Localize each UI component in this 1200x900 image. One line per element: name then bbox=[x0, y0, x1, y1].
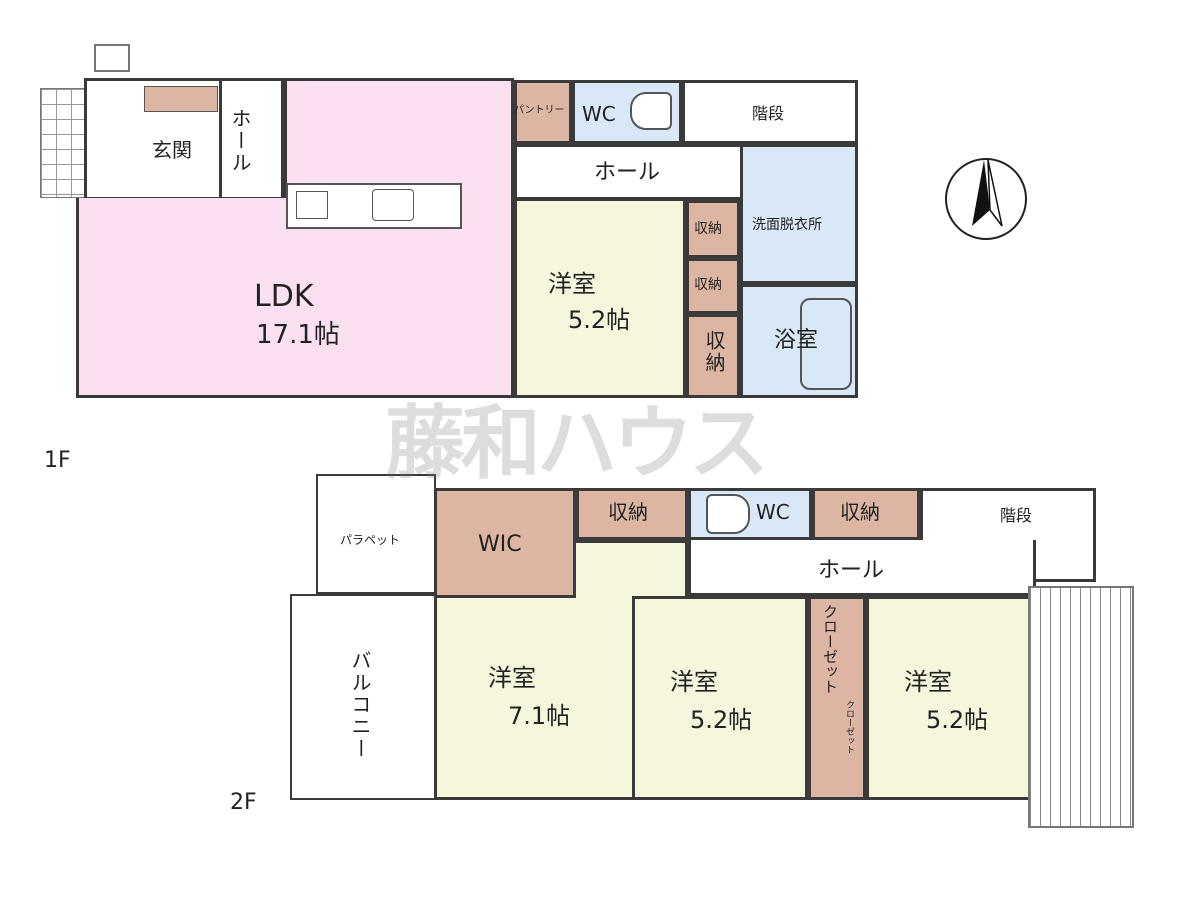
pantry-label: パントリー bbox=[514, 105, 565, 116]
room-ldk-main bbox=[76, 198, 514, 398]
toilet-icon bbox=[706, 494, 750, 534]
ldk-size: 17.1帖 bbox=[256, 320, 340, 350]
bathtub-icon bbox=[800, 298, 852, 390]
room-hall-vertical bbox=[219, 78, 284, 200]
closet-2f bbox=[808, 596, 866, 800]
room-2f-a-top bbox=[434, 488, 576, 598]
hall-1f-label: ホール bbox=[594, 160, 661, 185]
watermark: 藤和ハウス bbox=[385, 397, 769, 490]
room-pantry bbox=[514, 80, 572, 144]
bath-label: 浴室 bbox=[774, 328, 819, 353]
room-2f-c-size: 5.2帖 bbox=[926, 706, 989, 734]
storage-2f-2-label: 収納 bbox=[840, 500, 880, 524]
floor-1-label: 1F bbox=[44, 448, 71, 473]
entrance-step bbox=[94, 44, 130, 72]
wc-1f-label: WC bbox=[582, 102, 616, 126]
deck-2f bbox=[1028, 586, 1134, 828]
hall-2f bbox=[688, 540, 1036, 596]
storage-1f-2 bbox=[686, 258, 740, 314]
storage-1f-3 bbox=[686, 314, 740, 398]
storage-2f-2 bbox=[812, 488, 920, 540]
floor-2-label: 2F bbox=[230, 790, 257, 815]
storage-1f-1 bbox=[686, 200, 740, 258]
room-2f-a-label: 洋室 bbox=[488, 664, 536, 692]
hall-1f bbox=[514, 144, 746, 200]
ldk-label: LDK bbox=[254, 279, 314, 314]
balcony-label: バルコニー bbox=[348, 650, 372, 760]
genkan-label: 玄関 bbox=[152, 138, 192, 162]
hall-2f-label: ホール bbox=[818, 558, 885, 583]
room-bath bbox=[740, 284, 858, 398]
stairs-2f-label: 階段 bbox=[1000, 506, 1033, 525]
storage-2f-1 bbox=[576, 488, 688, 540]
room-2f-c bbox=[866, 596, 1036, 800]
storage-1f-2-label: 収納 bbox=[694, 277, 722, 293]
washroom-label: 洗面脱衣所 bbox=[752, 217, 822, 233]
room-2f-b-label: 洋室 bbox=[670, 668, 718, 696]
room-ldk bbox=[284, 78, 514, 203]
balcony bbox=[290, 594, 436, 800]
shoe-box bbox=[144, 86, 218, 112]
room-2f-a-size: 7.1帖 bbox=[508, 702, 571, 730]
room-youshitsu-1f bbox=[514, 198, 686, 398]
kitchen-counter-icon bbox=[286, 183, 462, 229]
room-2f-b bbox=[632, 596, 808, 800]
room-2f-b-size: 5.2帖 bbox=[690, 706, 753, 734]
stairs-1f bbox=[682, 80, 858, 144]
storage-1f-1-label: 収納 bbox=[694, 221, 722, 237]
closet-2f-2-label: クローゼット bbox=[844, 700, 854, 754]
toilet-icon bbox=[630, 92, 672, 130]
storage-1f-3-label: 収納 bbox=[702, 330, 726, 374]
room-2f-c-label: 洋室 bbox=[904, 668, 952, 696]
porch bbox=[40, 88, 86, 198]
wc-2f-label: WC bbox=[756, 500, 790, 524]
stairs-1f-label: 階段 bbox=[752, 104, 785, 123]
hall-vertical-label: ホール bbox=[228, 108, 252, 174]
youshitsu-1f-label: 洋室 bbox=[548, 270, 596, 298]
parapet bbox=[316, 474, 436, 594]
wic-label-overlay: WIC bbox=[478, 532, 522, 557]
parapet-label: パラペット bbox=[340, 533, 401, 547]
room-washroom bbox=[740, 144, 858, 284]
youshitsu-1f-size: 5.2帖 bbox=[568, 306, 631, 334]
storage-2f-1-label: 収納 bbox=[608, 500, 648, 524]
closet-2f-1-label: クローゼット bbox=[821, 604, 839, 694]
